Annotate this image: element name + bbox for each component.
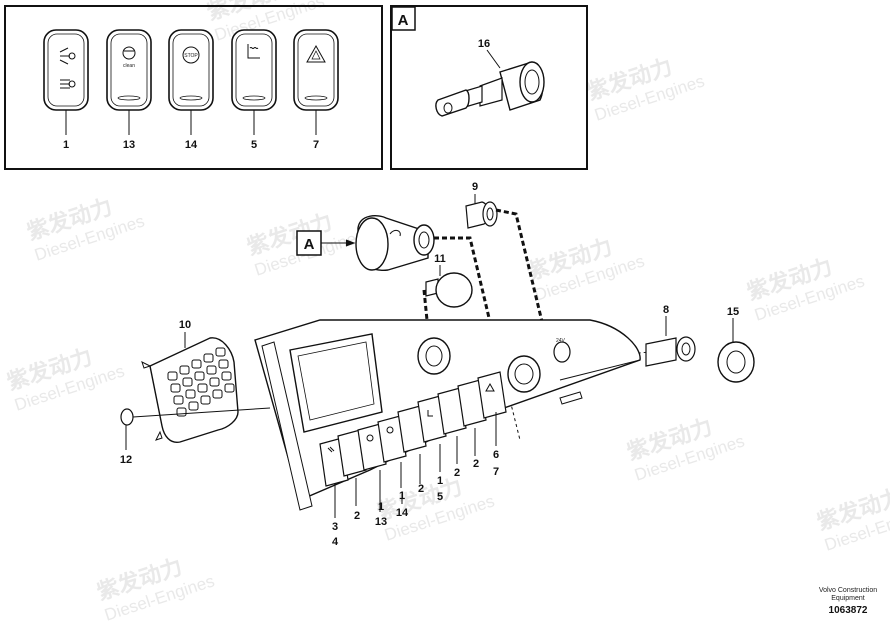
- switch-label-5: 5: [251, 139, 257, 151]
- panel-switch-row: [319, 371, 507, 487]
- indicator-lens: [304, 95, 328, 101]
- callout-letter: A: [304, 236, 315, 253]
- indicator-lens: [179, 95, 203, 101]
- credit-line-1: Volvo Construction: [818, 587, 878, 594]
- indicator-lens: [242, 95, 266, 101]
- panel-switch-13: [357, 423, 387, 471]
- ring-part-15: [717, 318, 755, 383]
- part-label-1c: 1: [437, 475, 443, 487]
- switch-label-7: 7: [313, 139, 319, 151]
- panel-switch-2c: [437, 387, 467, 435]
- part-label-2b: 2: [418, 483, 424, 495]
- part-label-2d: 2: [473, 458, 479, 470]
- drawing-code: 1063872: [828, 605, 868, 616]
- switch-label-1: 1: [63, 139, 69, 151]
- headlight-icon: [68, 52, 76, 60]
- rocker-switch-14: STOP: [168, 29, 214, 135]
- part-label-4: 4: [332, 536, 339, 548]
- rocker-switch-13: clean: [106, 29, 152, 135]
- power-socket: [553, 341, 571, 363]
- panel-switch-2b: [397, 405, 427, 453]
- low-beam-icon: [68, 80, 76, 88]
- part-label-1a: 1: [378, 501, 384, 513]
- panel-hazard-icon: [485, 382, 495, 392]
- credit-text: Volvo Construction Equipment: [812, 587, 884, 603]
- switch-label-14: 14: [185, 139, 198, 151]
- part-label-10: 10: [179, 319, 191, 331]
- rocker-switch-5: [231, 29, 277, 135]
- connector-part-9: [465, 194, 498, 229]
- rocker-switch-1: [43, 29, 89, 135]
- callout-letter-box: [296, 230, 322, 256]
- headlight-icon: [59, 47, 70, 65]
- part-label-14: 14: [396, 507, 409, 519]
- switch-stop-text: STOP: [184, 53, 198, 59]
- key-inset-letter-box: [391, 6, 416, 31]
- part-label-15: 15: [727, 306, 739, 318]
- filter-icon: [122, 46, 136, 60]
- part-label-13: 13: [375, 516, 387, 528]
- stop-icon: [182, 46, 200, 64]
- seat-heater-icon: [247, 44, 260, 59]
- part-label-16: 16: [478, 38, 490, 50]
- panel-filter-icon: [366, 434, 374, 442]
- part-label-8: 8: [663, 304, 669, 316]
- part-label-11: 11: [434, 253, 446, 265]
- part-label-5: 5: [437, 491, 443, 503]
- part-label-9: 9: [472, 181, 478, 193]
- knob-part-11: [425, 265, 473, 308]
- plug-part-12: [120, 407, 271, 450]
- panel-switch-5: [417, 395, 447, 443]
- switch-inset-frame: [4, 5, 383, 170]
- part-label-12: 12: [120, 454, 132, 466]
- part-label-1b: 1: [399, 490, 405, 502]
- knob-socket: [417, 337, 451, 375]
- ignition-switch: [355, 215, 435, 271]
- part-label-6: 6: [493, 449, 499, 461]
- part-label-3: 3: [332, 521, 338, 533]
- panel-headlight-icon: [327, 446, 335, 453]
- keypad-part-10: [141, 332, 239, 443]
- indicator-lens: [117, 95, 141, 101]
- credit-line-2: Equipment: [831, 595, 865, 602]
- key-head: [435, 89, 470, 117]
- bottom-leader-lines: [334, 412, 497, 518]
- switch-label-13: 13: [123, 139, 135, 151]
- panel-stop-icon: [386, 426, 394, 434]
- socket-part-8: [645, 316, 696, 367]
- socket-voltage-text: 24V: [556, 338, 566, 344]
- ignition-key-assembly: [435, 49, 545, 117]
- hazard-warning-icon: [306, 44, 326, 63]
- rocker-switch-7: [293, 29, 339, 135]
- low-beam-icon: [60, 79, 70, 89]
- part-label-2a: 2: [354, 510, 360, 522]
- part-label-7: 7: [493, 466, 499, 478]
- panel-switch-14: [377, 415, 407, 463]
- part-label-2c: 2: [454, 467, 460, 479]
- key-inset-frame: [390, 5, 588, 170]
- switch-clean-text: clean: [123, 63, 135, 69]
- panel-switch-7: [477, 371, 507, 419]
- ignition-socket: [507, 355, 541, 393]
- panel-switch-2d: [457, 379, 487, 427]
- key-inset-letter: A: [398, 12, 409, 29]
- panel-seat-heater-icon: [427, 410, 433, 417]
